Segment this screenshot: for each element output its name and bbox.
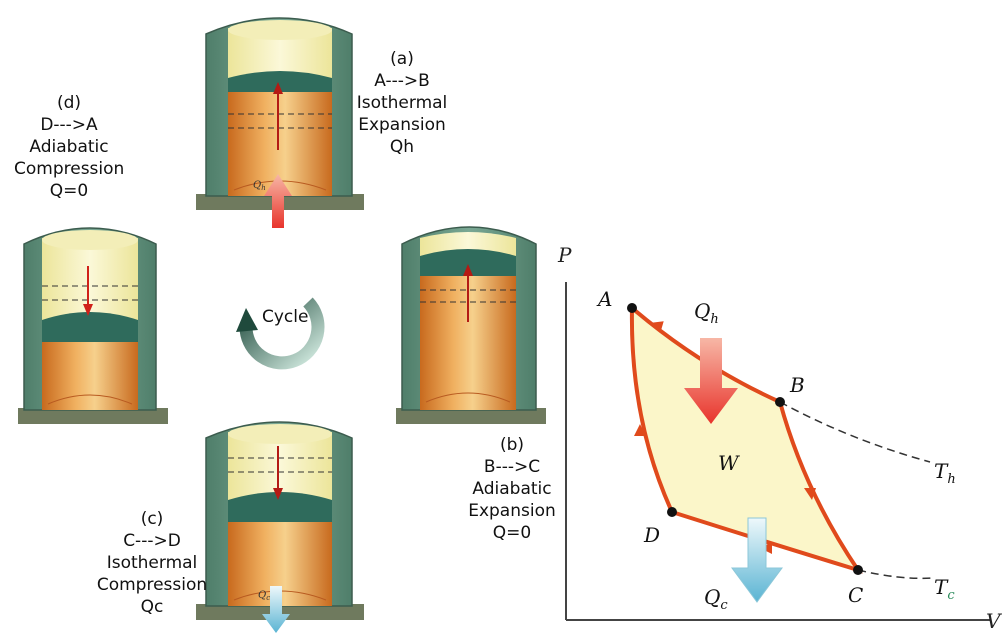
piston-heat-label-bottom: Qc: [258, 590, 270, 602]
label-d: D: [643, 523, 660, 547]
caption-b: (b) B--->C Adiabatic Expansion Q=0: [460, 434, 564, 544]
cycle-arrow-icon: [236, 297, 325, 370]
cycle-path: [629, 303, 863, 574]
caption-d: (d) D--->A Adiabatic Compression Q=0: [14, 92, 124, 202]
caption-d-tag: (d): [56, 93, 82, 113]
th-label: Th: [934, 459, 956, 487]
caption-c-heat: Qc: [140, 597, 164, 617]
p-axis-label: P: [557, 243, 572, 267]
caption-a: (a) A--->B Isothermal Expansion Qh: [352, 48, 452, 158]
caption-a-kind: Expansion: [358, 115, 446, 135]
caption-c-tag: (c): [140, 509, 164, 529]
caption-c-path: C--->D: [123, 531, 181, 551]
point-c: [853, 565, 863, 575]
caption-b-heat: Q=0: [492, 523, 532, 543]
arrowhead-bc: [804, 488, 816, 500]
caption-c-process: Isothermal: [106, 553, 198, 573]
point-d: [667, 507, 677, 517]
caption-b-path: B--->C: [483, 457, 541, 477]
caption-a-tag: (a): [390, 49, 414, 69]
caption-c: (c) C--->D Isothermal Compression Qc: [94, 508, 210, 618]
cylinder-b: [396, 226, 546, 424]
caption-d-path: D--->A: [40, 115, 98, 135]
cylinder-a: Qh: [196, 17, 364, 228]
pv-diagram: P V A B C D W Qh Qc Th Tc: [557, 243, 1002, 633]
caption-d-process: Adiabatic: [29, 137, 109, 157]
work-label: W: [718, 451, 740, 475]
heat-out-arrow: [262, 586, 290, 633]
caption-d-heat: Q=0: [49, 181, 89, 201]
arrowhead-da: [634, 424, 646, 436]
caption-b-kind: Expansion: [468, 501, 556, 521]
v-axis-label: V: [986, 609, 1002, 633]
arrowhead-ab: [652, 321, 664, 332]
heat-in-arrow: [264, 174, 292, 228]
isotherm-cold: [857, 569, 933, 580]
cylinder-d: [18, 227, 168, 424]
label-b: B: [789, 373, 805, 397]
cylinder-c: Qc: [196, 421, 364, 633]
caption-b-tag: (b): [499, 435, 525, 455]
qh-arrow: [684, 338, 738, 424]
cycle-label: Cycle: [262, 307, 308, 327]
caption-a-path: A--->B: [374, 71, 430, 91]
piston-heat-label-top: Qh: [253, 180, 266, 192]
label-a: A: [596, 287, 612, 311]
isotherm-hot: [779, 401, 931, 463]
caption-b-process: Adiabatic: [472, 479, 552, 499]
caption-d-kind: Compression: [14, 159, 125, 179]
caption-c-kind: Compression: [96, 575, 208, 595]
point-a: [627, 303, 637, 313]
caption-a-heat: Qh: [389, 137, 415, 157]
qh-label: Qh: [694, 299, 719, 327]
qc-arrow: [731, 517, 783, 603]
point-b: [775, 397, 785, 407]
tc-label: Tc: [934, 575, 955, 603]
qc-label: Qc: [704, 585, 728, 613]
caption-a-process: Isothermal: [356, 93, 448, 113]
label-c: C: [848, 583, 863, 607]
